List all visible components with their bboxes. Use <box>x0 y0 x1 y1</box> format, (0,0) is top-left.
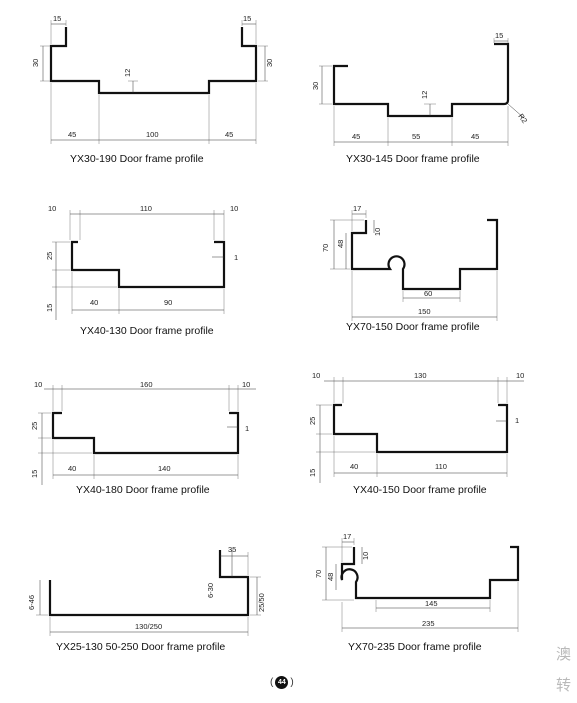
dim-label: 17 <box>353 204 361 213</box>
dim-label: 45 <box>352 132 360 141</box>
dim-label: 45 <box>471 132 479 141</box>
profile-outline <box>51 411 240 455</box>
dim-label: 15 <box>243 14 251 23</box>
dim-label: 40 <box>90 298 98 307</box>
dim-label: 10 <box>242 380 250 389</box>
page-number-badge: 44 <box>275 676 289 689</box>
dim-label: 30 <box>265 59 274 67</box>
profile-caption: YX30-145 Door frame profile <box>346 153 480 165</box>
dim-label: 10 <box>34 380 42 389</box>
dim-label: 1 <box>515 416 519 425</box>
profile-outline <box>332 42 510 118</box>
profile-yx25-130-drawing: 35 6-30 6-46 25/50 130/250 <box>27 545 266 636</box>
dim-label: 25 <box>30 422 39 430</box>
profile-yx30-190-drawing: 15 15 30 30 12 45 100 45 <box>31 14 274 144</box>
dim-label: 35 <box>228 545 236 554</box>
dim-label: 10 <box>230 204 238 213</box>
dim-label: 30 <box>311 82 320 90</box>
dim-label: 6-46 <box>27 595 36 610</box>
dim-label: 160 <box>140 380 153 389</box>
profile-caption: YX40-150 Door frame profile <box>353 484 487 496</box>
dim-label: 1 <box>245 424 249 433</box>
dim-label: 15 <box>53 14 61 23</box>
profile-caption: YX40-180 Door frame profile <box>76 484 210 496</box>
dim-label: 150 <box>418 307 431 316</box>
dim-label: 40 <box>350 462 358 471</box>
dim-label: 70 <box>321 244 330 252</box>
page-number-open: ( <box>270 677 274 688</box>
dim-label: 10 <box>361 552 370 560</box>
dim-label: 70 <box>314 570 323 578</box>
profile-outline <box>70 240 226 289</box>
profile-caption: YX40-130 Door frame profile <box>80 325 214 337</box>
dim-label: 45 <box>225 130 233 139</box>
dim-label: 10 <box>516 371 524 380</box>
dim-label: R2 <box>516 112 529 125</box>
dim-label: 145 <box>425 599 438 608</box>
dim-label: 15 <box>308 469 317 477</box>
dim-label: 140 <box>158 464 171 473</box>
dim-label: 6-30 <box>206 583 215 598</box>
dim-label: 55 <box>412 132 420 141</box>
profile-caption: YX70-235 Door frame profile <box>348 641 482 653</box>
dim-label: 25/50 <box>257 593 266 612</box>
dim-label: 17 <box>343 532 351 541</box>
dim-label: 30 <box>31 59 40 67</box>
dim-label: 10 <box>312 371 320 380</box>
profile-caption: YX25-130 50-250 Door frame profile <box>56 641 226 653</box>
profile-outline <box>49 27 258 95</box>
profile-yx70-235-drawing: 17 10 70 48 145 235 <box>314 532 520 632</box>
dim-label: 90 <box>164 298 172 307</box>
profile-yx70-150-drawing: 17 10 70 48 60 150 <box>321 204 499 321</box>
dim-label: 25 <box>45 252 54 260</box>
dim-label: 100 <box>146 130 159 139</box>
profile-outline <box>332 403 509 454</box>
profile-yx40-180-drawing: 10 160 10 25 1 15 40 140 <box>30 380 256 485</box>
dim-label: 12 <box>123 69 132 77</box>
page-number-close: ) <box>290 677 294 688</box>
dim-label: 40 <box>68 464 76 473</box>
dim-label: 235 <box>422 619 435 628</box>
dim-label: 15 <box>495 31 503 40</box>
watermark-char: 转 <box>556 676 572 694</box>
profile-caption: YX30-190 Door frame profile <box>70 153 204 165</box>
profile-yx40-130-drawing: 10 110 10 25 1 15 40 90 <box>45 204 238 320</box>
dim-label: 10 <box>373 228 382 236</box>
dim-label: 12 <box>420 91 429 99</box>
dim-label: 48 <box>326 573 335 581</box>
dim-label: 110 <box>435 462 447 471</box>
dim-label: 48 <box>336 240 345 248</box>
dim-label: 1 <box>234 253 238 262</box>
dim-label: 25 <box>308 417 317 425</box>
profile-caption: YX70-150 Door frame profile <box>346 321 480 333</box>
dim-label: 15 <box>30 470 39 478</box>
dim-label: 10 <box>48 204 56 213</box>
profile-outline <box>350 218 499 291</box>
dim-label: 110 <box>140 204 152 213</box>
dim-label: 130 <box>414 371 427 380</box>
page-number: ( 44 ) <box>270 676 294 689</box>
profile-yx30-145-drawing: 15 30 12 45 55 45 R2 <box>311 31 529 146</box>
dim-label: 130/250 <box>135 622 162 631</box>
profile-outline <box>340 545 520 600</box>
dim-label: 45 <box>68 130 76 139</box>
profile-yx40-150-drawing: 10 130 10 25 1 15 40 110 <box>308 371 524 483</box>
watermark-char: 澳 <box>556 645 572 663</box>
dim-label: 15 <box>45 304 54 312</box>
profile-outline <box>48 550 250 617</box>
dim-label: 60 <box>424 289 432 298</box>
